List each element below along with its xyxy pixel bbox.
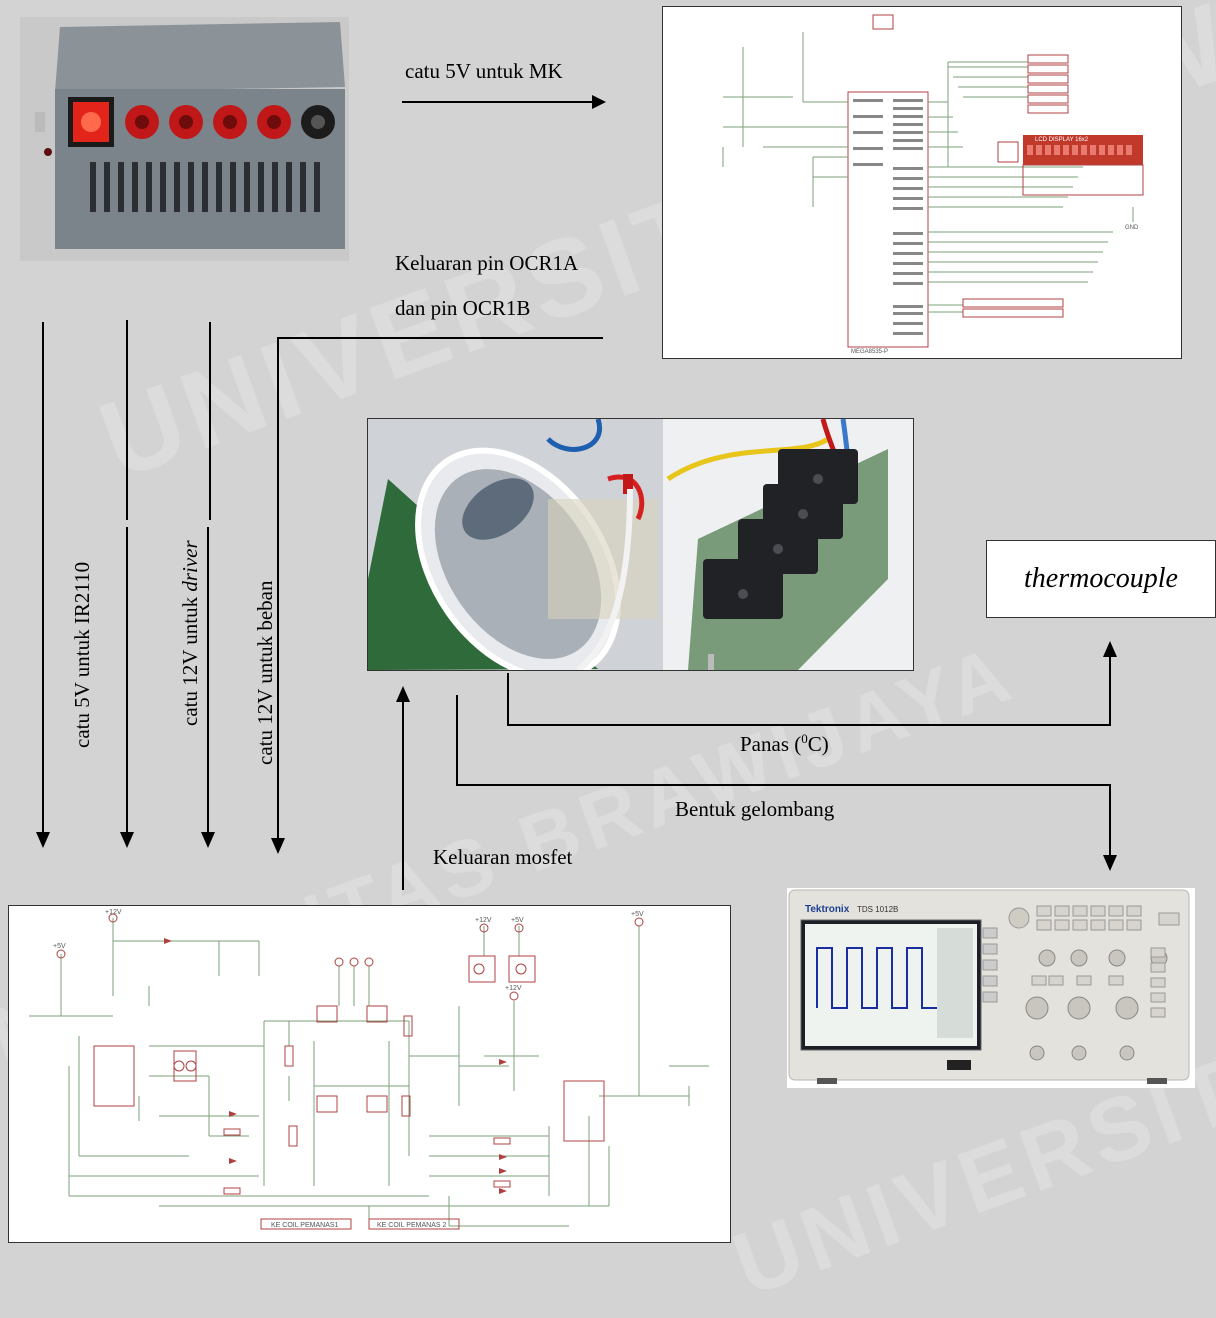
v12-label-1: +12V: [105, 909, 122, 916]
v5-label-1: +5V: [511, 917, 524, 924]
label-panas: Panas (0C): [740, 731, 829, 757]
coil-and-mosfet-photo: [367, 418, 914, 671]
driver-circuit-drawing: KE COIL PEMANAS1 KE COIL PEMANAS 2 +12V …: [9, 906, 730, 1242]
v5-label-3: +5V: [53, 943, 66, 950]
oscilloscope-photo: Tektronix TDS 1012B: [787, 888, 1195, 1088]
label-panas-prefix: Panas (: [740, 732, 801, 756]
oscilloscope-brand: Tektronix: [805, 904, 850, 915]
thermocouple-box: thermocouple: [986, 540, 1216, 618]
label-catu-driver: catu 12V untuk driver: [178, 540, 203, 726]
coil1-label: KE COIL PEMANAS1: [271, 1222, 339, 1229]
v12-label-2: +12V: [475, 917, 492, 924]
v5-label-2: +5V: [631, 911, 644, 918]
label-keluaran-mosfet: Keluaran mosfet: [433, 845, 572, 870]
oscilloscope-model: TDS 1012B: [857, 905, 898, 914]
label-bentuk-gelombang: Bentuk gelombang: [675, 797, 834, 822]
label-catu-driver-prefix: catu 12V untuk: [178, 592, 202, 726]
label-catu-driver-italic: driver: [178, 540, 202, 591]
thermocouple-label: thermocouple: [1024, 563, 1178, 595]
label-panas-suffix: C): [808, 732, 829, 756]
label-catu-beban: catu 12V untuk beban: [253, 581, 278, 766]
label-catu-ir2110: catu 5V untuk IR2110: [70, 562, 95, 748]
coil-and-mosfet-illustration: [368, 419, 913, 670]
coil2-label: KE COIL PEMANAS 2: [377, 1222, 446, 1229]
v12-label-3: +12V: [505, 985, 522, 992]
driver-circuit-schematic: KE COIL PEMANAS1 KE COIL PEMANAS 2 +12V …: [8, 905, 731, 1243]
oscilloscope-illustration: Tektronix TDS 1012B: [787, 888, 1195, 1088]
